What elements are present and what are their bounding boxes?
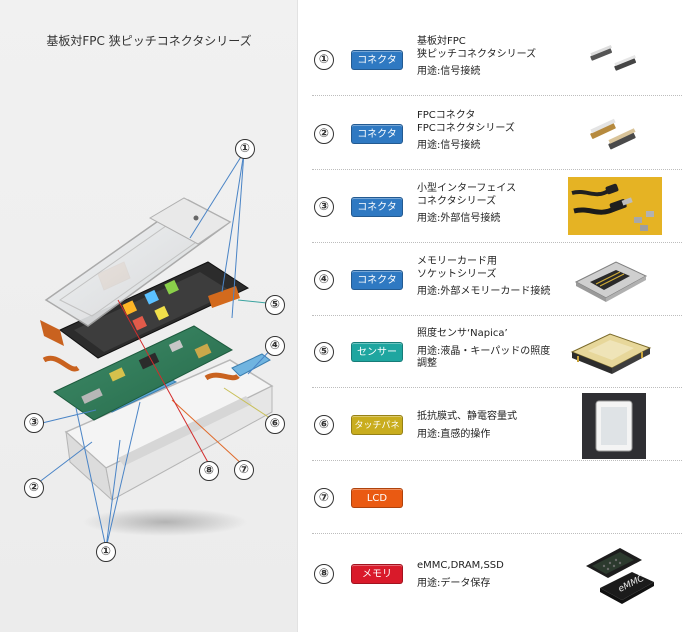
desc-line: メモリーカード用 bbox=[417, 256, 497, 267]
main-pcb bbox=[42, 325, 240, 421]
desc-line: コネクタシリーズ bbox=[417, 195, 497, 207]
callout-5: ⑤ bbox=[265, 295, 285, 315]
category-badge[interactable]: コネクタ bbox=[351, 270, 403, 290]
list-item: ⑥ タッチパネル 抵抗膜式、静電容量式 用途:直感的操作 bbox=[312, 389, 682, 461]
usage-text: 用途:液晶・キーパッドの照度調整 bbox=[417, 345, 551, 370]
item-description: FPCコネクタ FPCコネクタシリーズ 用途:信号接続 bbox=[417, 110, 582, 153]
diagram-title: 基板対FPC 狭ピッチコネクタシリーズ bbox=[46, 34, 252, 48]
desc-line: FPCコネクタシリーズ bbox=[417, 122, 515, 134]
row-number: ③ bbox=[314, 197, 334, 217]
touch-panel-image bbox=[582, 393, 646, 459]
back-housing bbox=[64, 359, 274, 502]
callout-1-bottom: ① bbox=[96, 542, 116, 562]
floor-shadow bbox=[83, 508, 247, 536]
category-badge[interactable]: センサー bbox=[351, 342, 403, 362]
callout-7: ⑦ bbox=[234, 460, 254, 480]
list-item: ⑧ メモリ eMMC,DRAM,SSD 用途:データ保存 eMMC bbox=[312, 538, 682, 610]
desc-line: 狭ピッチコネクタシリーズ bbox=[417, 48, 537, 60]
row-number: ⑤ bbox=[314, 342, 334, 362]
usage-text: 用途:外部信号接続 bbox=[417, 213, 501, 224]
component-list: ① コネクタ 基板対FPC 狭ピッチコネクタシリーズ 用途:信号接続 ② コネク… bbox=[312, 0, 686, 632]
usb-cable-image bbox=[568, 177, 662, 235]
exploded-diagram-panel: 基板対FPC 狭ピッチコネクタシリーズ bbox=[0, 0, 298, 632]
item-description: メモリーカード用 ソケットシリーズ 用途:外部メモリーカード接続 bbox=[417, 256, 582, 299]
fpc-connector-image bbox=[590, 44, 637, 71]
row-number: ⑦ bbox=[314, 488, 334, 508]
phone-exploded-view bbox=[33, 151, 277, 549]
front-frame bbox=[148, 197, 231, 245]
usage-text: 用途:信号接続 bbox=[417, 66, 481, 77]
category-badge[interactable]: LCD bbox=[351, 488, 403, 508]
callout-2: ② bbox=[24, 478, 44, 498]
item-description: 抵抗膜式、静電容量式 用途:直感的操作 bbox=[417, 411, 582, 441]
category-badge[interactable]: コネクタ bbox=[351, 197, 403, 217]
light-sensor-image bbox=[570, 333, 652, 374]
lcd-module bbox=[40, 261, 250, 359]
card-socket-image bbox=[574, 261, 648, 302]
category-badge[interactable]: タッチパネル bbox=[351, 415, 403, 451]
list-item: ④ コネクタ メモリーカード用 ソケットシリーズ 用途:外部メモリーカード接続 bbox=[312, 244, 682, 316]
desc-line: FPCコネクタ bbox=[417, 110, 476, 121]
callout-3: ③ bbox=[24, 413, 44, 433]
item-description: eMMC,DRAM,SSD 用途:データ保存 bbox=[417, 560, 582, 590]
callout-8: ⑧ bbox=[199, 461, 219, 481]
callout-4: ④ bbox=[265, 336, 285, 356]
row-number: ⑧ bbox=[314, 564, 334, 584]
list-item: ⑤ センサー 照度センサ‘Napica’ 用途:液晶・キーパッドの照度調整 bbox=[312, 316, 682, 388]
item-description: 照度センサ‘Napica’ 用途:液晶・キーパッドの照度調整 bbox=[417, 328, 582, 371]
list-item: ③ コネクタ 小型インターフェイス コネクタシリーズ 用途:外部信号接続 bbox=[312, 171, 682, 243]
desc-line: 照度センサ‘Napica’ bbox=[417, 328, 508, 339]
list-item: ① コネクタ 基板対FPC 狭ピッチコネクタシリーズ 用途:信号接続 bbox=[312, 24, 682, 96]
category-badge[interactable]: コネクタ bbox=[351, 50, 403, 70]
usage-text: 用途:外部メモリーカード接続 bbox=[417, 286, 551, 297]
item-description: 基板対FPC 狭ピッチコネクタシリーズ 用途:信号接続 bbox=[417, 36, 582, 79]
callout-1-top: ① bbox=[235, 139, 255, 159]
usage-text: 用途:信号接続 bbox=[417, 140, 481, 151]
callout-lines bbox=[33, 151, 277, 549]
desc-line: eMMC,DRAM,SSD bbox=[417, 560, 504, 571]
desc-line: 基板対FPC bbox=[417, 36, 466, 47]
category-badge[interactable]: コネクタ bbox=[351, 124, 403, 144]
desc-line: 小型インターフェイス bbox=[417, 183, 517, 194]
list-item: ② コネクタ FPCコネクタ FPCコネクタシリーズ 用途:信号接続 bbox=[312, 98, 682, 170]
list-item: ⑦ LCD bbox=[312, 462, 682, 534]
fpc-connector-2-image bbox=[590, 118, 636, 150]
item-description: 小型インターフェイス コネクタシリーズ 用途:外部信号接続 bbox=[417, 183, 582, 226]
usage-text: 用途:データ保存 bbox=[417, 577, 491, 589]
callout-6: ⑥ bbox=[265, 414, 285, 434]
emmc-chip-image: eMMC bbox=[586, 548, 654, 604]
desc-line: 抵抗膜式、静電容量式 bbox=[417, 411, 517, 422]
row-number: ① bbox=[314, 50, 334, 70]
desc-line: ソケットシリーズ bbox=[417, 268, 497, 280]
row-number: ② bbox=[314, 124, 334, 144]
row-number: ④ bbox=[314, 270, 334, 290]
usage-text: 用途:直感的操作 bbox=[417, 428, 491, 440]
category-badge[interactable]: メモリ bbox=[351, 564, 403, 584]
row-number: ⑥ bbox=[314, 415, 334, 435]
